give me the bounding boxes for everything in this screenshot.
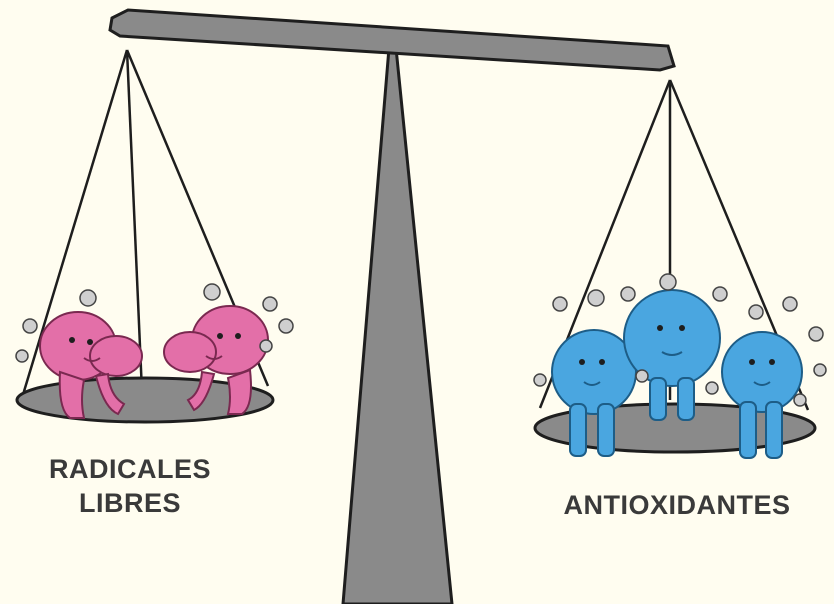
free-radicals-label-line1: RADICALES <box>0 452 260 486</box>
antioxidants-label: ANTIOXIDANTES <box>520 488 834 522</box>
free-radicals-label: RADICALES LIBRES <box>0 452 260 520</box>
free-radicals-label-line2: LIBRES <box>0 486 260 520</box>
scale-stand <box>343 48 452 604</box>
antioxidant-character-2 <box>624 290 720 420</box>
